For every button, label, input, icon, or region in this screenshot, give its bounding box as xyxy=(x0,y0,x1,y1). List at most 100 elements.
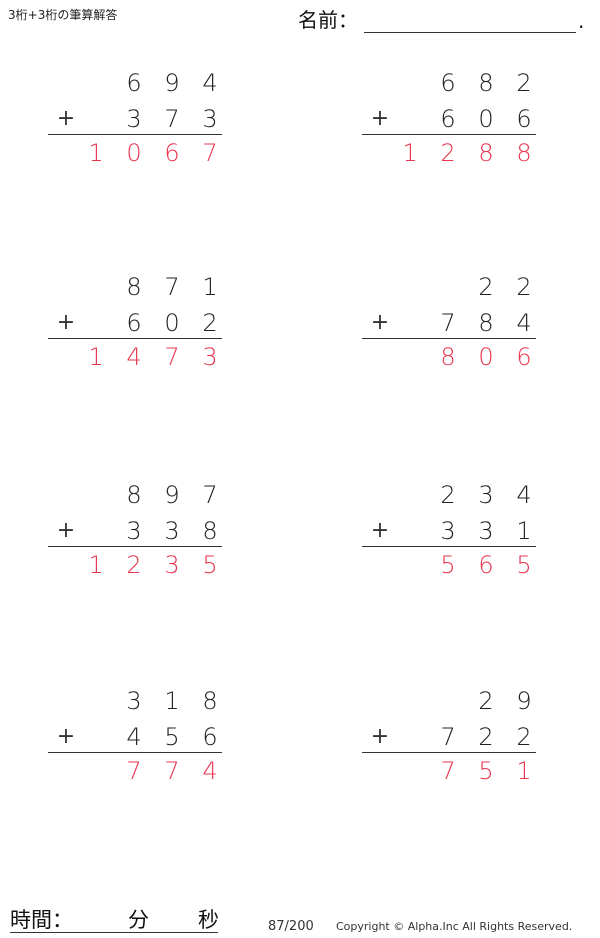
answer-digit: 8 xyxy=(516,139,532,167)
page-number: 87/200 xyxy=(268,919,314,934)
plus-sign: + xyxy=(56,106,76,131)
plus-sign: + xyxy=(370,106,390,131)
augend-digit: 2 xyxy=(516,273,532,301)
augend-digit: 6 xyxy=(440,69,456,97)
addend-digit: 6 xyxy=(516,105,532,133)
answer-digit: 0 xyxy=(126,139,142,167)
answer-digit: 1 xyxy=(88,551,104,579)
augend-digit: 8 xyxy=(126,481,142,509)
time-underline[interactable] xyxy=(10,932,218,933)
sum-line xyxy=(48,546,222,547)
augend-digit: 4 xyxy=(202,69,218,97)
seconds-label: 秒 xyxy=(198,908,219,932)
name-dot: . xyxy=(578,9,585,33)
answer-digit: 2 xyxy=(126,551,142,579)
addend-digit: 0 xyxy=(164,309,180,337)
addend-digit: 7 xyxy=(164,105,180,133)
answer-digit: 8 xyxy=(440,343,456,371)
addend-digit: 7 xyxy=(440,723,456,751)
answer-digit: 0 xyxy=(478,343,494,371)
plus-sign: + xyxy=(370,310,390,335)
addend-digit: 5 xyxy=(164,723,180,751)
plus-sign: + xyxy=(56,518,76,543)
answer-digit: 6 xyxy=(516,343,532,371)
augend-digit: 4 xyxy=(516,481,532,509)
answer-digit: 5 xyxy=(516,551,532,579)
augend-digit: 1 xyxy=(202,273,218,301)
augend-digit: 7 xyxy=(202,481,218,509)
addend-digit: 6 xyxy=(440,105,456,133)
answer-digit: 5 xyxy=(478,757,494,785)
answer-digit: 1 xyxy=(88,343,104,371)
addend-digit: 8 xyxy=(478,309,494,337)
addend-digit: 3 xyxy=(202,105,218,133)
answer-digit: 3 xyxy=(202,343,218,371)
augend-digit: 6 xyxy=(126,69,142,97)
addend-digit: 1 xyxy=(516,517,532,545)
augend-digit: 7 xyxy=(164,273,180,301)
answer-digit: 7 xyxy=(164,343,180,371)
answer-digit: 7 xyxy=(126,757,142,785)
answer-digit: 8 xyxy=(478,139,494,167)
addend-digit: 4 xyxy=(126,723,142,751)
answer-digit: 7 xyxy=(440,757,456,785)
augend-digit: 3 xyxy=(126,687,142,715)
sum-line xyxy=(362,134,536,135)
plus-sign: + xyxy=(370,518,390,543)
sum-line xyxy=(362,546,536,547)
answer-digit: 4 xyxy=(126,343,142,371)
addend-digit: 3 xyxy=(478,517,494,545)
worksheet-title: 3桁+3桁の筆算解答 xyxy=(8,8,118,22)
augend-digit: 9 xyxy=(164,69,180,97)
augend-digit: 2 xyxy=(478,687,494,715)
answer-digit: 5 xyxy=(440,551,456,579)
sum-line xyxy=(48,134,222,135)
augend-digit: 9 xyxy=(516,687,532,715)
augend-digit: 8 xyxy=(202,687,218,715)
addend-digit: 3 xyxy=(126,105,142,133)
answer-digit: 1 xyxy=(88,139,104,167)
addend-digit: 3 xyxy=(126,517,142,545)
answer-digit: 6 xyxy=(164,139,180,167)
minutes-label: 分 xyxy=(128,908,149,932)
augend-digit: 8 xyxy=(478,69,494,97)
time-label: 時間： xyxy=(10,908,73,932)
sum-line xyxy=(362,752,536,753)
addend-digit: 3 xyxy=(440,517,456,545)
answer-digit: 1 xyxy=(516,757,532,785)
answer-digit: 6 xyxy=(478,551,494,579)
augend-digit: 8 xyxy=(126,273,142,301)
augend-digit: 2 xyxy=(516,69,532,97)
name-input-line[interactable] xyxy=(364,10,576,33)
addend-digit: 6 xyxy=(126,309,142,337)
augend-digit: 1 xyxy=(164,687,180,715)
answer-digit: 5 xyxy=(202,551,218,579)
answer-digit: 1 xyxy=(402,139,418,167)
addend-digit: 2 xyxy=(478,723,494,751)
answer-digit: 2 xyxy=(440,139,456,167)
